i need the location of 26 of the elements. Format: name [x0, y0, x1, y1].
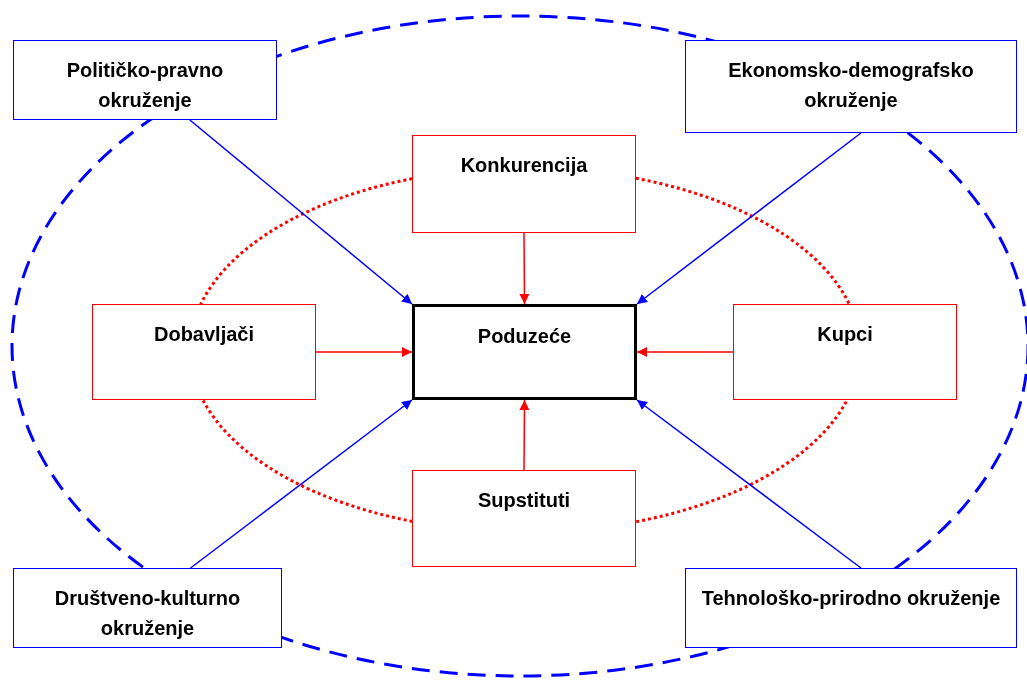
- box-label: Kupci: [817, 322, 873, 347]
- factor-box: [13, 568, 282, 648]
- arrow: [636, 399, 862, 569]
- arrow: [189, 119, 413, 305]
- factor-box: [733, 304, 957, 400]
- factor-box: [92, 304, 316, 400]
- arrow: [315, 347, 413, 357]
- factor-box: [685, 40, 1017, 133]
- arrow: [519, 399, 530, 471]
- box-label: Političko-pravno okruženje: [65, 58, 225, 113]
- factor-box: [412, 135, 636, 233]
- box-label: Ekonomsko-demografsko okruženje: [727, 58, 975, 113]
- box-label: Konkurencija: [460, 153, 588, 178]
- arrow: [636, 347, 734, 357]
- box-label: Društveno-kulturno okruženje: [53, 586, 242, 641]
- factor-box: [685, 568, 1017, 648]
- factor-box: [13, 40, 277, 120]
- arrow: [189, 399, 413, 569]
- box-label: Poduzeće: [477, 324, 572, 349]
- arrow: [636, 132, 862, 305]
- company-box: [412, 304, 637, 400]
- box-label: Supstituti: [477, 488, 571, 513]
- arrow: [519, 232, 530, 305]
- factor-box: [412, 470, 636, 567]
- box-label: Dobavljači: [153, 322, 254, 347]
- box-label: Tehnološko-prirodno okruženje: [701, 586, 1001, 611]
